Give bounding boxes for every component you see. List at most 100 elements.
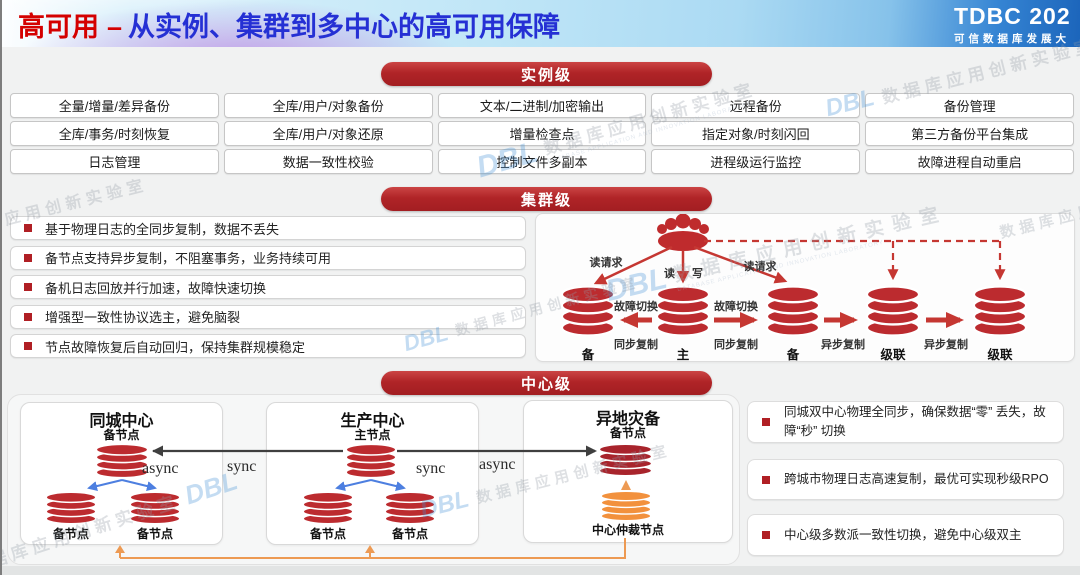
database-icon [560,286,616,336]
cluster-bullet-text: 增强型一致性协议选主，避免脑裂 [45,310,241,325]
panel-title: 异地灾备 [595,411,660,428]
async-label: async [479,456,516,473]
center-panel-production: 生产中心 主节点 备节点 备节点 [266,402,479,545]
database-icon [94,444,150,478]
database-icon [865,286,921,336]
arbiter-label: 中心仲裁节点 [591,523,664,537]
read-request-label: 读请求 [590,255,624,269]
grid-cell: 全量/增量/差异备份 [10,93,219,118]
title-dash: – [107,12,123,42]
node-label: 备节点 [391,527,428,541]
arbiter-database-icon [599,491,653,521]
center-bullet-text: 同城双中心物理全同步，确保数据“零” 丢失，故障“秒” 切换 [784,405,1046,438]
node-label: 级联 [987,347,1013,361]
grid-cell: 数据一致性校验 [223,149,433,174]
bullet-square-icon [762,475,770,484]
grid-cell: 日志管理 [10,149,219,174]
conference-logo: TDBC 202 可信数据库发展大 [954,3,1071,46]
node-label: 备节点 [309,527,346,541]
center-bullet: 中心级多数派一致性切换，避免中心级双主 [747,514,1064,556]
cluster-bullet: 备节点支持异步复制，不阻塞事务，业务持续可用 [10,245,526,270]
failover-label: 故障切换 [714,299,759,313]
database-icon [128,492,182,524]
database-icon [972,286,1028,336]
bullet-square-icon [24,283,32,291]
instance-grid: 全量/增量/差异备份 全库/用户/对象备份 文本/二进制/加密输出 远程备份 备… [10,93,1074,174]
node-label: 备 [581,347,595,361]
failover-label: 故障切换 [614,299,659,313]
node-label: 备节点 [103,428,140,442]
center-panel-remote-dr: 异地灾备 备节点 中心仲裁节点 [523,400,733,543]
bullet-square-icon [762,418,770,426]
node-label: 备节点 [136,527,173,541]
grid-cell: 文本/二进制/加密输出 [437,93,647,118]
database-icon [44,492,98,524]
cluster-bullet-text: 备机日志回放并行加速，故障快速切换 [45,280,267,296]
bottom-edge [2,566,1080,575]
cluster-bullet: 增强型一致性协议选主，避免脑裂 [10,304,526,329]
cluster-bullet-text: 备节点支持异步复制，不阻塞事务，业务持续可用 [45,251,332,266]
panel-title: 生产中心 [340,413,405,430]
database-icon [344,444,398,478]
database-icon [301,492,355,524]
conference-title: TDBC 202 [954,3,1071,29]
page-title: 高可用–从实例、集群到多中心的高可用保障 [18,5,560,44]
grid-cell: 指定对象/时刻闪回 [651,121,861,146]
title-rest: 从实例、集群到多中心的高可用保障 [128,12,561,42]
bullet-square-icon [24,342,32,350]
sync-replication-label: 同步复制 [614,337,658,351]
cluster-bullet-text: 节点故障恢复后自动回归，保持集群规模稳定 [45,339,306,355]
grid-cell: 增量检查点 [437,121,647,146]
async-replication-label: 异步复制 [924,337,968,351]
grid-cell: 故障进程自动重启 [865,149,1074,174]
section-pill-instance: 实例级 [381,62,712,86]
header: 高可用–从实例、集群到多中心的高可用保障 TDBC 202 可信数据库发展大 [2,0,1080,47]
sync-label: sync [416,460,446,477]
title-highlight: 高可用 [18,12,99,42]
conference-subtitle: 可信数据库发展大 [954,33,1070,45]
cluster-diagram-panel: 读请求 读 写 读请求 故障切换 故障切换 同步复制 同步复制 异步复制 异步复… [535,213,1075,362]
database-icon [765,286,821,336]
bullet-square-icon [24,224,32,232]
node-label: 主 [677,347,690,361]
sync-label: sync [227,458,257,475]
async-replication-label: 异步复制 [821,337,865,351]
async-label: async [142,460,179,477]
read-request-label: 读请求 [744,259,778,273]
grid-cell: 全库/用户/对象备份 [223,93,433,118]
database-icon [655,286,711,336]
cluster-bullet-list: 基于物理日志的全同步复制，数据不丢失 备节点支持异步复制，不阻塞事务，业务持续可… [10,216,526,358]
cluster-bullet-text: 基于物理日志的全同步复制，数据不丢失 [45,221,280,237]
grid-cell: 全库/事务/时刻恢复 [10,121,219,146]
cluster-bullet: 基于物理日志的全同步复制，数据不丢失 [10,216,526,240]
center-bullet-text: 跨城市物理日志高速复制，最优可实现秒级RPO [784,472,1049,487]
same-city-diagram [44,444,182,524]
cluster-bullet: 节点故障恢复后自动回归，保持集群规模稳定 [10,334,526,358]
node-label: 备节点 [52,527,89,541]
center-bullet-text: 中心级多数派一致性切换，避免中心级双主 [784,527,1022,542]
database-icon [383,492,437,524]
bullet-square-icon [762,531,770,539]
node-label: 备 [786,347,800,361]
users-icon [657,213,709,251]
grid-cell: 进程级运行监控 [651,149,861,174]
read-label: 读 [664,266,675,280]
center-bullet: 同城双中心物理全同步，确保数据“零” 丢失，故障“秒” 切换 [747,401,1064,443]
grid-cell: 备份管理 [865,93,1074,118]
production-diagram [301,444,437,524]
center-panel-same-city: 同城中心 备节点 备节点 备节点 [20,402,223,545]
section-pill-center: 中心级 [381,371,712,395]
grid-cell: 第三方备份平台集成 [865,121,1074,146]
node-label: 主节点 [354,428,391,442]
bullet-square-icon [24,312,32,321]
remote-dr-diagram [597,444,654,521]
grid-cell: 全库/用户/对象还原 [223,121,433,146]
cascade-dashed-arrows [704,239,1006,281]
section-pill-cluster: 集群级 [381,187,712,211]
grid-cell: 控制文件多副本 [437,149,647,174]
cluster-bullet: 备机日志回放并行加速，故障快速切换 [10,275,526,299]
sync-replication-label: 同步复制 [714,337,758,351]
panel-title: 同城中心 [89,413,154,430]
node-label: 级联 [880,347,906,361]
